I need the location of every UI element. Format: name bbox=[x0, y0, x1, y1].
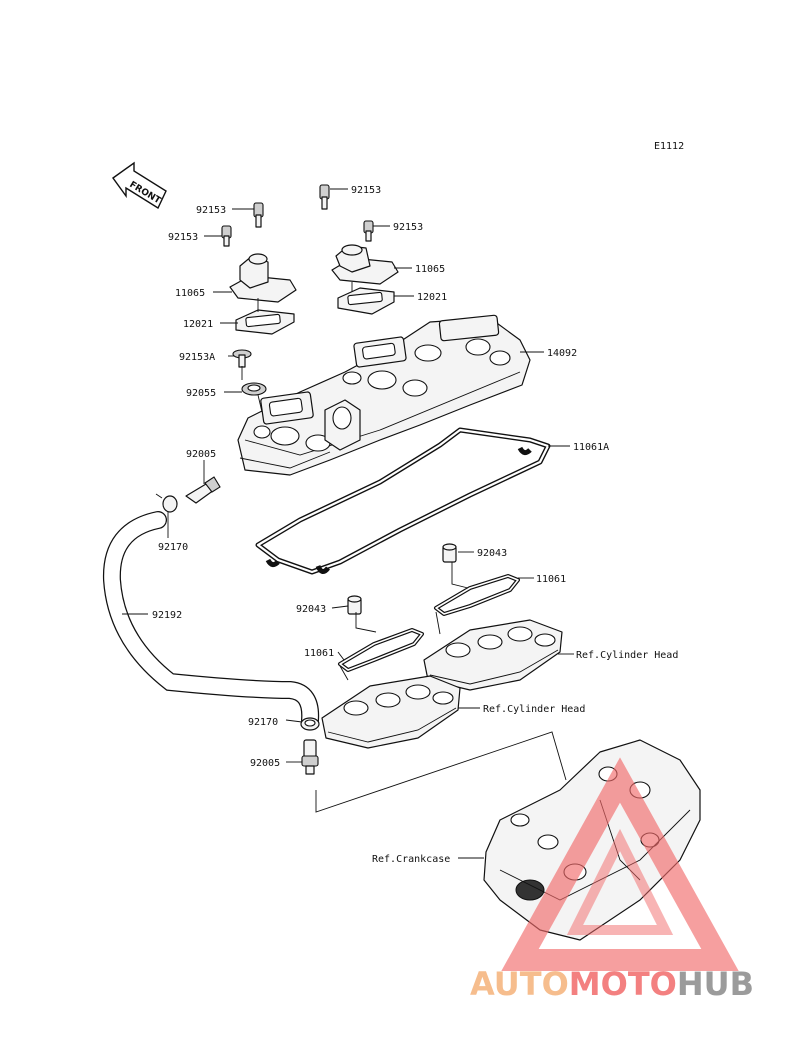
clamp-92170-lower bbox=[300, 717, 320, 731]
svg-text:AUTOMOTOHUB: AUTOMOTOHUB bbox=[470, 965, 754, 1003]
dowel-92043-upper bbox=[442, 543, 457, 563]
label-92170-a: 92170 bbox=[158, 542, 188, 553]
label-92005-b: 92005 bbox=[250, 758, 280, 769]
callout-leaders bbox=[122, 188, 574, 859]
head-cover-14092 bbox=[237, 314, 531, 476]
label-11065-b: 11065 bbox=[415, 264, 445, 275]
part-labels: 92153 92153 92153 92153 11065 11065 1202… bbox=[152, 185, 678, 865]
fitting-92005-lower bbox=[301, 739, 319, 775]
label-12021-b: 12021 bbox=[417, 292, 447, 303]
label-92043-b: 92043 bbox=[296, 604, 326, 615]
label-92170-b: 92170 bbox=[248, 717, 278, 728]
label-92153-c: 92153 bbox=[168, 232, 198, 243]
fitting-92005-upper bbox=[185, 476, 221, 504]
label-14092: 14092 bbox=[547, 348, 577, 359]
dowel-92043-lower bbox=[347, 595, 362, 615]
label-92153-a: 92153 bbox=[196, 205, 226, 216]
label-92043-a: 92043 bbox=[477, 548, 507, 559]
watermark-hub: HUB bbox=[677, 965, 754, 1003]
gasket-11061-upper bbox=[434, 574, 520, 616]
plug-12021-right bbox=[337, 287, 395, 315]
gasket-11061A bbox=[255, 427, 551, 575]
label-11065-a: 11065 bbox=[175, 288, 205, 299]
cylinder-head-upper bbox=[423, 619, 563, 691]
gasket-11061-lower bbox=[338, 628, 424, 672]
label-11061-b: 11061 bbox=[304, 648, 334, 659]
label-ref-cylinder-head-b: Ref.Cylinder Head bbox=[483, 704, 585, 715]
watermark-moto: MOTO bbox=[569, 965, 677, 1003]
watermark-auto: AUTO bbox=[470, 965, 569, 1003]
reference-lines bbox=[241, 282, 567, 813]
cylinder-head-lower bbox=[321, 675, 461, 749]
hose-92192 bbox=[102, 511, 320, 729]
washer-92055 bbox=[241, 382, 267, 396]
watermark-logo: AUTOMOTOHUB bbox=[470, 757, 754, 1003]
label-92005-a: 92005 bbox=[186, 449, 216, 460]
cap-11065-left bbox=[221, 202, 297, 303]
cap-11065-right bbox=[319, 184, 399, 285]
plug-12021-left bbox=[235, 309, 295, 335]
label-11061-a: 11061 bbox=[536, 574, 566, 585]
label-ref-cylinder-head-a: Ref.Cylinder Head bbox=[576, 650, 678, 661]
label-92055: 92055 bbox=[186, 388, 216, 399]
label-12021-a: 12021 bbox=[183, 319, 213, 330]
bolt-92153A bbox=[232, 349, 252, 368]
front-arrow-icon: FRONT bbox=[112, 161, 167, 210]
label-11061A: 11061A bbox=[573, 442, 609, 453]
label-92153-b: 92153 bbox=[351, 185, 381, 196]
label-92192: 92192 bbox=[152, 610, 182, 621]
diagram-code: E1112 bbox=[654, 141, 684, 152]
label-92153-d: 92153 bbox=[393, 222, 423, 233]
label-92153A: 92153A bbox=[179, 352, 215, 363]
label-ref-crankcase: Ref.Crankcase bbox=[372, 854, 450, 865]
clamp-92170-upper bbox=[155, 493, 178, 513]
